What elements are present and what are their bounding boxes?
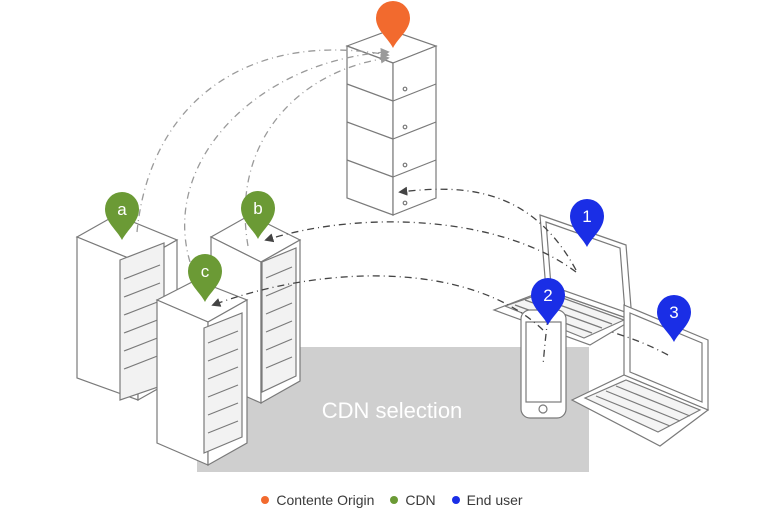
route-b-origin: [244, 54, 390, 247]
pin-cdn-a: a: [105, 192, 139, 240]
route-2-c: [211, 275, 544, 331]
svg-text:b: b: [253, 199, 262, 218]
pin-user-1: 1: [570, 199, 604, 247]
route-a-origin: [136, 49, 390, 233]
legend-label-end-user: End user: [466, 492, 523, 508]
legend-label-cdn: CDN: [405, 492, 436, 508]
pin-user-3: 3: [657, 295, 691, 342]
legend-dot-end-user: [451, 496, 460, 504]
legend: Contente Origin CDN End user: [0, 492, 784, 508]
svg-text:2: 2: [543, 286, 552, 305]
route-1-b: [264, 221, 577, 273]
cdn-server-c: [155, 279, 249, 467]
legend-item-end-user: End user: [451, 492, 523, 508]
cdn-selection-label: CDN selection: [322, 398, 463, 423]
phone-2: [520, 309, 567, 419]
route-1-origin: [398, 186, 577, 271]
laptop-3: [570, 304, 710, 447]
legend-item-cdn: CDN: [390, 492, 436, 508]
legend-dot-origin: [261, 496, 270, 504]
svg-text:3: 3: [669, 303, 678, 322]
svg-text:a: a: [117, 200, 127, 219]
legend-label-origin: Contente Origin: [276, 492, 375, 508]
pin-origin: [376, 1, 410, 48]
origin-server: [345, 29, 438, 216]
pin-cdn-c: c: [188, 254, 222, 302]
svg-text:1: 1: [582, 207, 591, 226]
pin-cdn-b: b: [241, 191, 275, 239]
legend-dot-cdn: [390, 496, 399, 504]
pin-user-2: 2: [531, 278, 565, 325]
legend-item-origin: Contente Origin: [261, 492, 374, 508]
svg-text:c: c: [201, 262, 210, 281]
route-3-laptop1: [611, 331, 669, 356]
